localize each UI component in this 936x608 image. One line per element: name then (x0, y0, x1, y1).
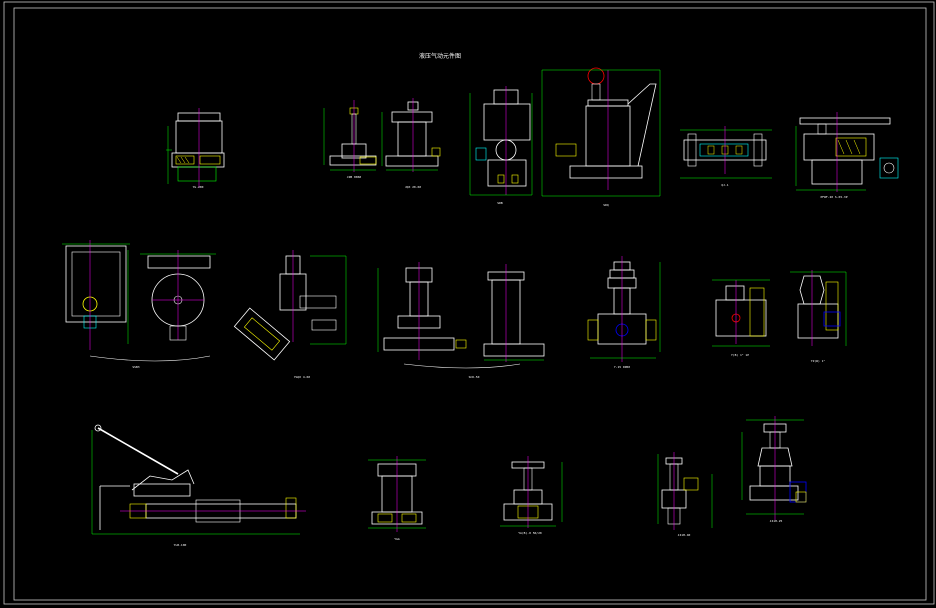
caption-yab-0: YA(B)-0 50/20 (518, 531, 542, 535)
caption-j41h-40: J41H-40 (678, 533, 691, 537)
caption-ygqx-4-60: YGQX 4-60 (294, 375, 310, 379)
caption-pfwf-20: PFWF-20 S-65-3P (820, 195, 847, 199)
component-jqx-20-60 (381, 98, 441, 172)
caption-ygg: YGG (394, 537, 400, 541)
component-j41h-40 (657, 452, 713, 530)
component-yzw-1 (790, 270, 847, 346)
component-yg-200 (166, 108, 225, 188)
caption-yb-1p: Y(B) 1" 1P (731, 353, 749, 357)
component-y-15-dn50 (587, 256, 661, 362)
caption-ssb3: SSB3 (132, 365, 139, 369)
caption-sdq: SDQ (603, 203, 609, 207)
component-jzb-0060 (323, 100, 377, 172)
caption-j41h-25: J41H-25 (770, 519, 783, 523)
caption-yg-200: YG-200 (193, 185, 204, 189)
component-ssb3 (62, 240, 216, 362)
component-sdb (469, 86, 533, 196)
caption-yzw-1: YZ(W) 1" (811, 359, 826, 363)
caption-sdb: SDB (497, 201, 503, 205)
drawing-title: 液压气动元件图 (419, 52, 461, 60)
component-ylb-100 (91, 424, 306, 535)
component-scd-50 (377, 262, 545, 369)
component-ygqx-4-60 (233, 250, 347, 361)
component-yb-1p (712, 279, 770, 347)
component-ygg (368, 456, 426, 532)
caption-scd-50: SCD-50 (469, 375, 480, 379)
caption-jqx-20-60: JQX 20-60 (405, 185, 421, 189)
component-j41h-25 (741, 416, 807, 520)
component-sdq (541, 67, 661, 197)
component-qj-1 (680, 126, 772, 179)
caption-qj-1: QJ-1 (721, 183, 728, 187)
caption-y-15-dn50: Y-15 DN50 (614, 365, 630, 369)
caption-jzb-0060: JZB 0060 (347, 175, 362, 179)
component-pfwf-20 (795, 112, 899, 192)
drawing-frame (3, 1, 935, 605)
component-yab-0 (500, 456, 563, 528)
caption-ylb-100: YLB-100 (174, 543, 187, 547)
